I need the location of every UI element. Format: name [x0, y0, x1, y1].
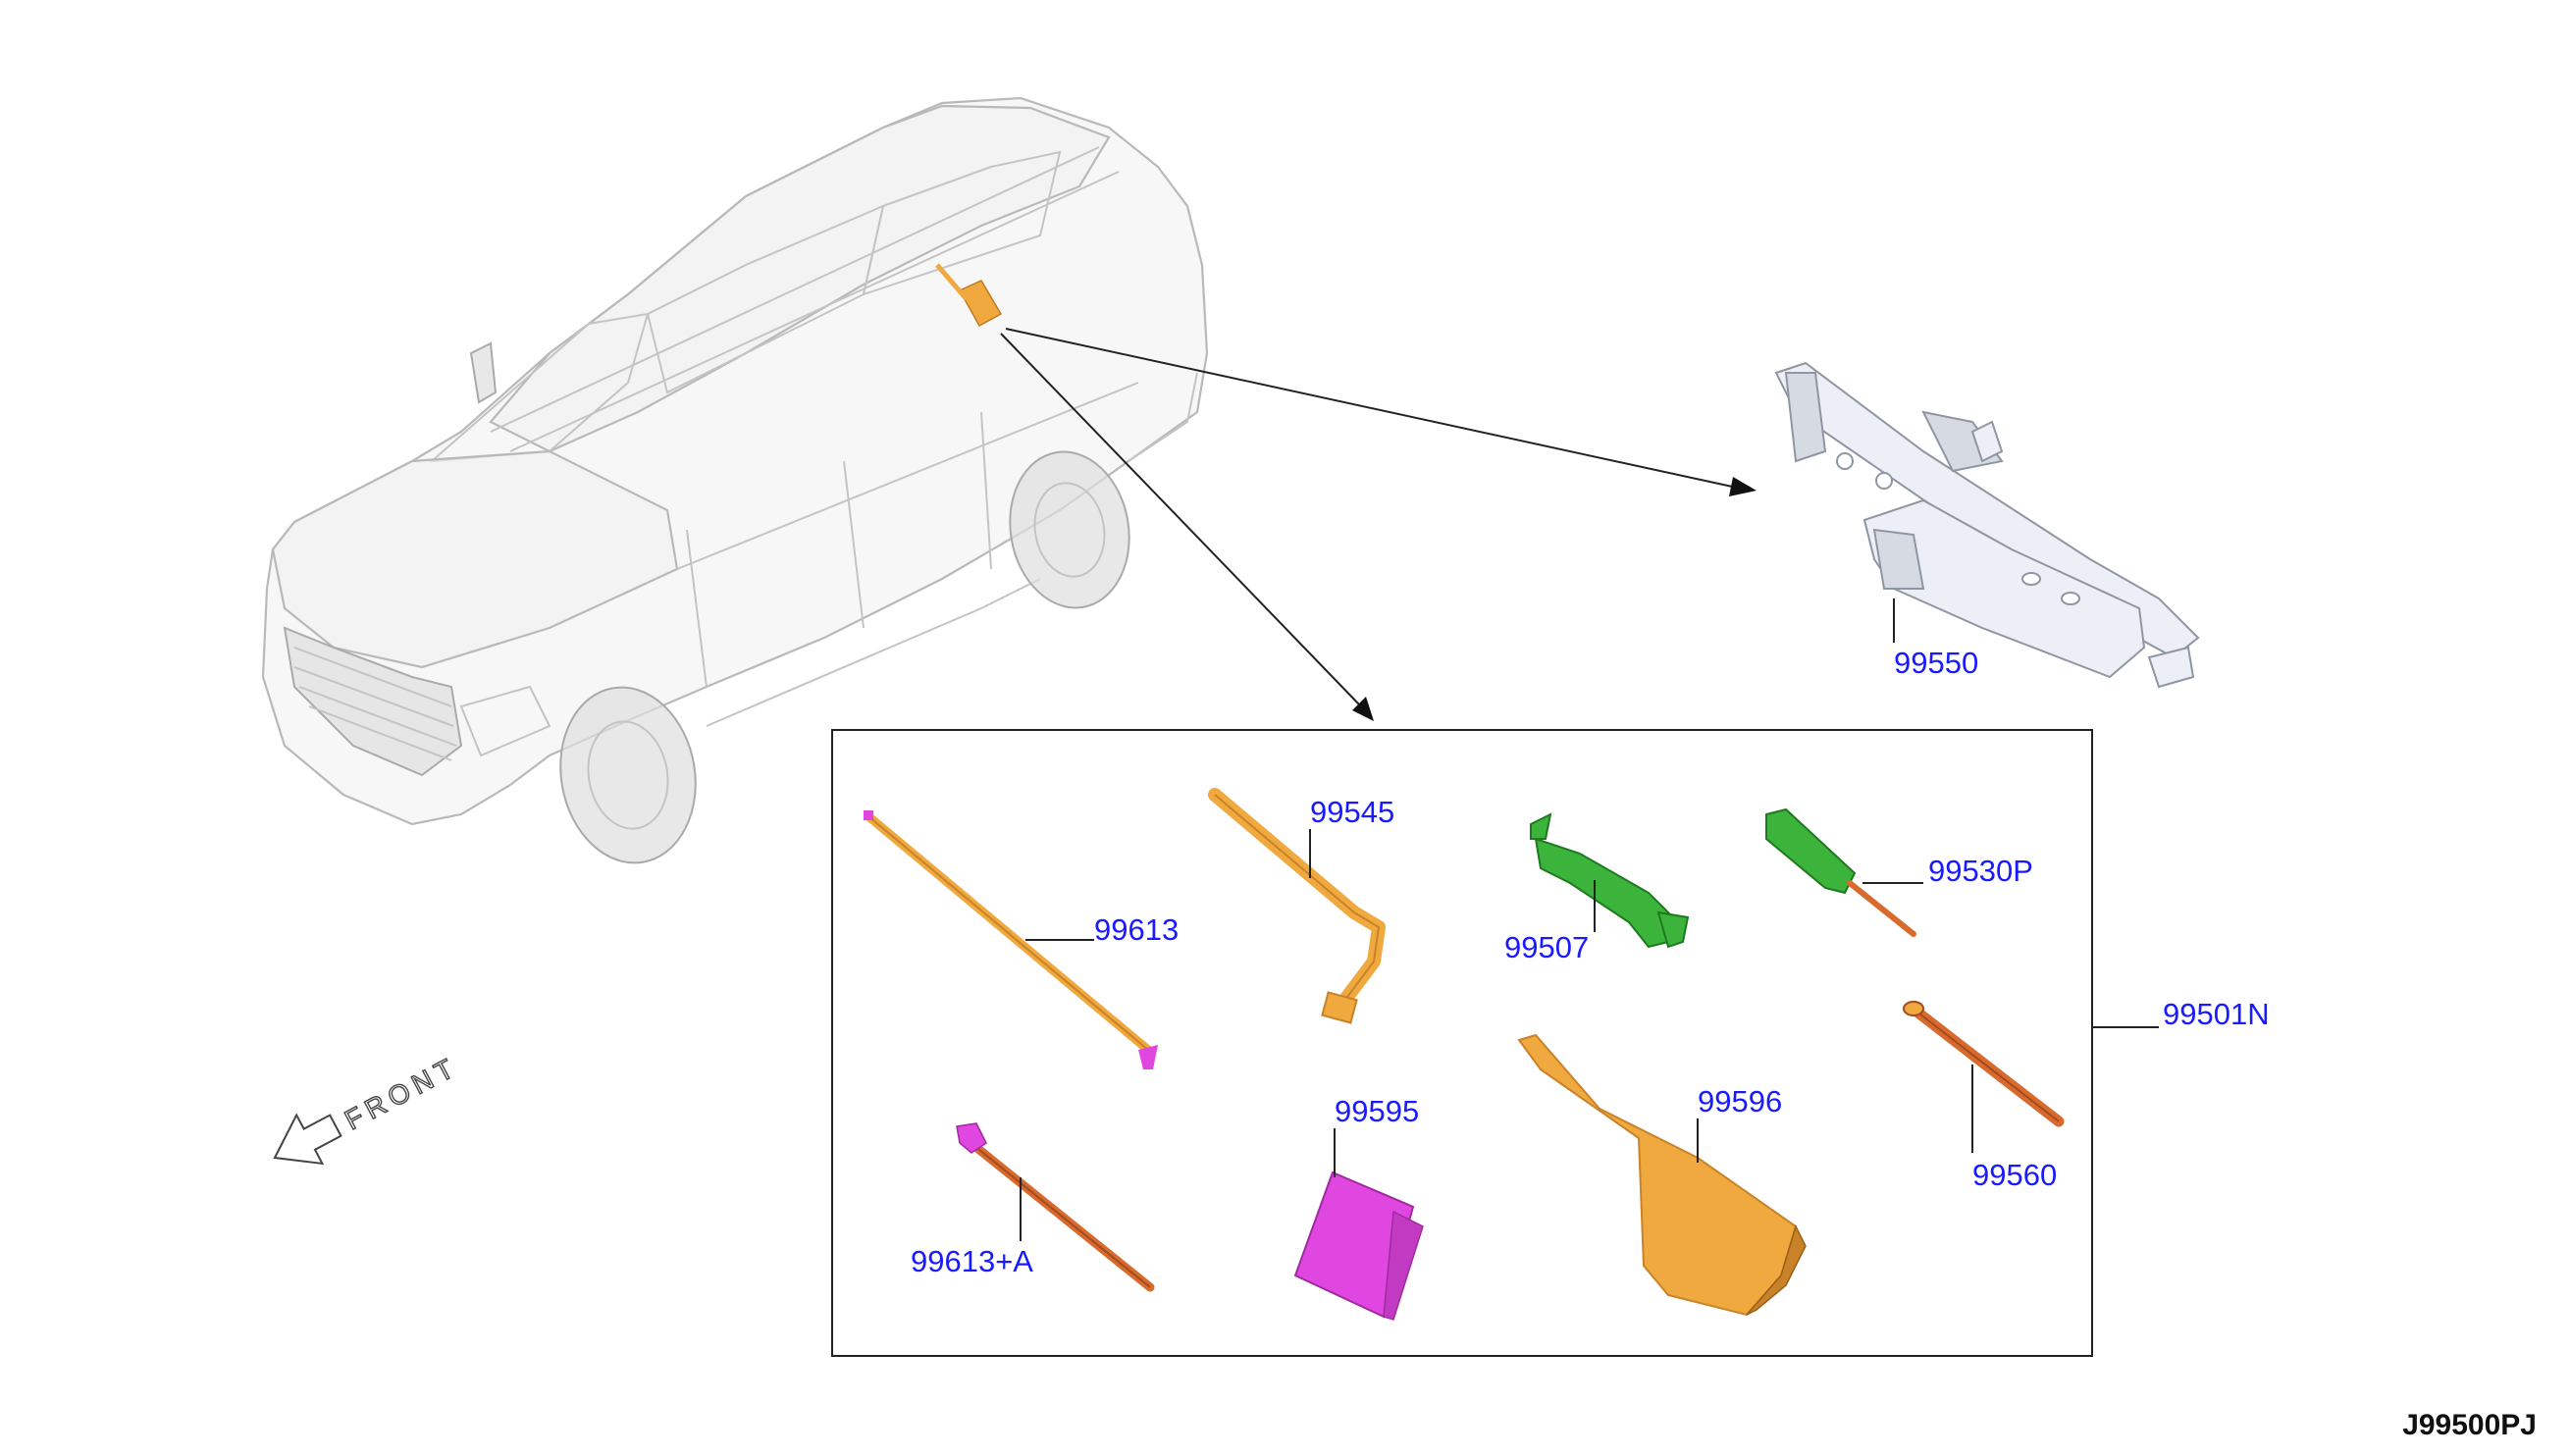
arrow-to-toolkit [1000, 333, 1360, 705]
part-label-jack[interactable]: 99550 [1894, 646, 1978, 680]
part-label-tool-kit[interactable]: 99501N [2163, 997, 2270, 1031]
wheel-nut-wrench-illustration [1208, 788, 1386, 1024]
part-label-screwdriver[interactable]: 99530P [1928, 854, 2033, 888]
arrow-to-jack [1005, 328, 1738, 489]
arrowhead-jack [1729, 477, 1757, 496]
extension-bar-a-illustration [956, 1122, 1155, 1292]
hook-illustration [1517, 1033, 1807, 1317]
front-arrow-icon [273, 1113, 342, 1166]
callout-arrows [1000, 328, 1757, 721]
part-label-hook[interactable]: 99596 [1698, 1084, 1782, 1118]
extension-bar-illustration [864, 810, 1158, 1069]
tool-bag-illustration [1293, 1170, 1424, 1321]
part-label-spanner[interactable]: 99507 [1504, 930, 1589, 964]
part-label-tow-hook[interactable]: 99560 [1972, 1158, 2057, 1192]
part-label-extension-bar[interactable]: 99613 [1094, 912, 1179, 947]
part-label-tool-bag[interactable]: 99595 [1335, 1094, 1419, 1128]
tool-kit-frame [831, 729, 2093, 1357]
screwdriver-illustration [1765, 807, 1916, 937]
front-direction-indicator: FRONT [273, 1050, 464, 1166]
arrowhead-toolkit [1352, 697, 1374, 721]
part-label-wheel-nut-wrench[interactable]: 99545 [1310, 795, 1394, 829]
diagram-code: J99500PJ [2402, 1409, 2537, 1441]
front-label: FRONT [340, 1051, 463, 1136]
vehicle-illustration [261, 96, 1209, 864]
tow-hook-illustration [1903, 1001, 2065, 1127]
scissor-jack [1774, 361, 2200, 689]
part-label-extension-bar-a[interactable]: 99613+A [911, 1244, 1033, 1278]
tool-location-marker [958, 280, 1003, 328]
spanner-illustration [1530, 812, 1690, 949]
